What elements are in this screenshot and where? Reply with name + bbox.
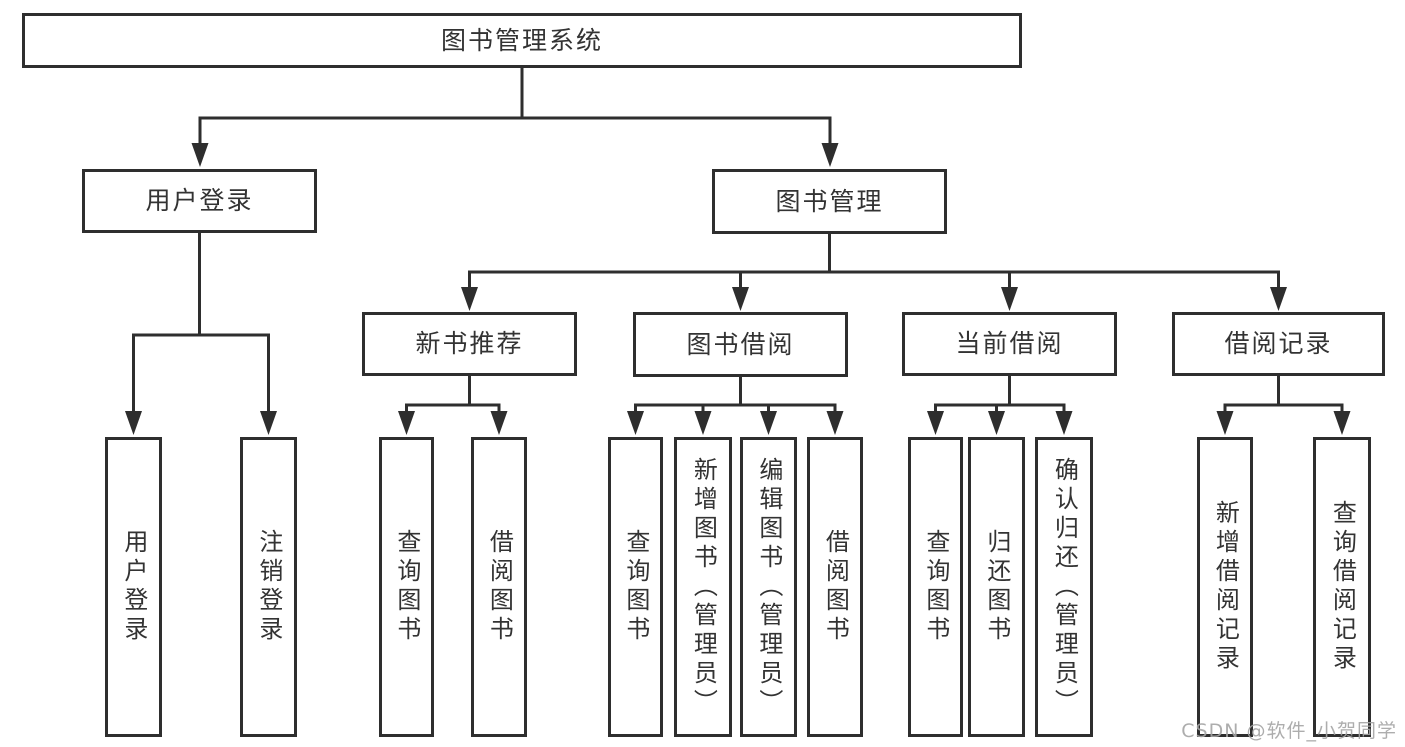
- node-book-management: 图书管理: [712, 169, 947, 234]
- arrow-heads: [125, 143, 1351, 435]
- node-borrow-records: 借阅记录: [1172, 312, 1385, 376]
- leaf-newbooks-borrow: 借阅图书: [471, 437, 527, 737]
- leaf-borrow-borrow: 借阅图书: [807, 437, 863, 737]
- leaf-logout: 注销登录: [240, 437, 297, 737]
- leaf-current-confirm-return-admin: 确认归还（管理员）: [1035, 437, 1093, 737]
- leaf-borrow-add-admin: 新增图书（管理员）: [674, 437, 732, 737]
- arrow-stems: [132, 118, 1344, 414]
- leaf-borrow-edit-admin: 编辑图书（管理员）: [740, 437, 797, 737]
- node-new-book-recommend: 新书推荐: [362, 312, 577, 376]
- leaf-records-query: 查询借阅记录: [1313, 437, 1371, 737]
- leaf-user-login: 用户登录: [105, 437, 162, 737]
- leaf-newbooks-query: 查询图书: [379, 437, 434, 737]
- leaf-records-add: 新增借阅记录: [1197, 437, 1253, 737]
- leaf-borrow-query: 查询图书: [608, 437, 663, 737]
- leaf-current-return: 归还图书: [968, 437, 1025, 737]
- leaf-current-query: 查询图书: [908, 437, 963, 737]
- node-current-borrow: 当前借阅: [902, 312, 1117, 376]
- csdn-watermark: CSDN @软件_小贺同学: [1181, 720, 1397, 742]
- node-user-login: 用户登录: [82, 169, 317, 233]
- node-book-borrow: 图书借阅: [633, 312, 848, 377]
- tree-lines: [132, 66, 1344, 407]
- node-library-system: 图书管理系统: [22, 13, 1022, 68]
